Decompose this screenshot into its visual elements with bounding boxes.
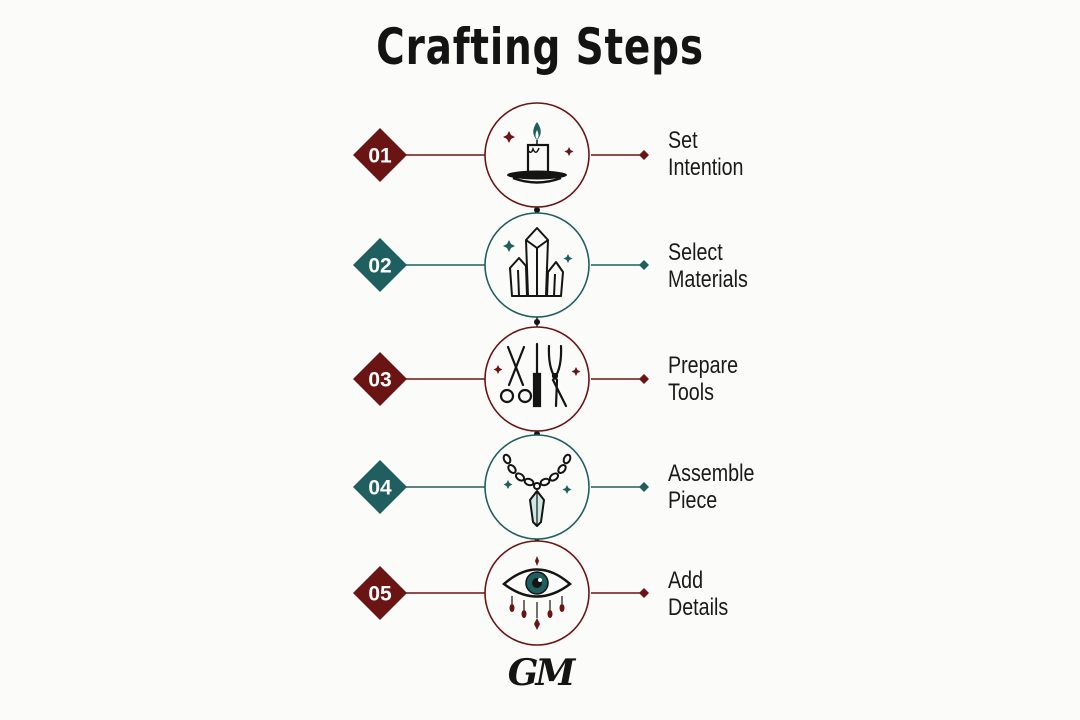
step-04-badge [353, 460, 407, 514]
step-02: 02 [353, 212, 649, 318]
step-05: 05 [353, 540, 649, 646]
step-02-number: 02 [368, 255, 391, 278]
sparkle-icon [503, 131, 515, 143]
candle-icon [507, 122, 567, 184]
step-04-arrow-tip [639, 482, 649, 492]
tools-icon [499, 342, 568, 408]
sparkle-icon [563, 254, 573, 263]
sparkle-icon [503, 480, 513, 489]
step-01-label: Set Intention [668, 127, 744, 181]
sparkle-icon [503, 240, 515, 252]
step-01-label-line2: Intention [668, 154, 744, 181]
step-03-arrow-tip [639, 374, 649, 384]
step-02-label-line2: Materials [668, 266, 748, 293]
step-03: 03 [353, 326, 649, 432]
step-02-label: Select Materials [668, 239, 748, 293]
step-03-label: Prepare Tools [668, 352, 738, 406]
step-05-number: 05 [368, 583, 392, 606]
step-01: 01 [353, 102, 649, 208]
step-04-label: Assemble Piece [668, 460, 754, 514]
step-05-badge [353, 566, 407, 620]
step-01-badge [353, 128, 407, 182]
monogram-logo: GM [507, 652, 576, 694]
step-05-label: Add Details [668, 567, 728, 621]
step-02-arrow-tip [639, 260, 649, 270]
sparkle-icon [571, 367, 581, 376]
step-03-number: 03 [368, 369, 391, 392]
step-01-number: 01 [368, 145, 392, 168]
step-03-label-line1: Prepare [668, 352, 739, 379]
sparkle-icon [564, 147, 574, 156]
step-05-arrow-tip [639, 588, 649, 598]
step-04-label-line1: Assemble [668, 460, 755, 487]
step-04: 04 [353, 434, 649, 540]
step-01-label-line1: Set [668, 127, 698, 154]
step-02-label-line1: Select [668, 239, 723, 266]
step-04-number: 04 [368, 477, 392, 500]
step-05-label-line2: Details [668, 594, 729, 621]
page-title: Crafting Steps [376, 18, 704, 76]
eye-icon [502, 556, 572, 630]
step-01-arrow-tip [639, 150, 649, 160]
sparkle-icon [493, 365, 503, 374]
sparkle-icon [562, 485, 572, 494]
step-05-label-line1: Add [668, 567, 704, 594]
crystal-icon [509, 227, 564, 297]
step-02-badge [353, 238, 407, 292]
step-03-label-line2: Tools [668, 379, 714, 406]
necklace-icon [502, 453, 572, 527]
step-04-label-line2: Piece [668, 487, 718, 514]
step-03-badge [353, 352, 407, 406]
